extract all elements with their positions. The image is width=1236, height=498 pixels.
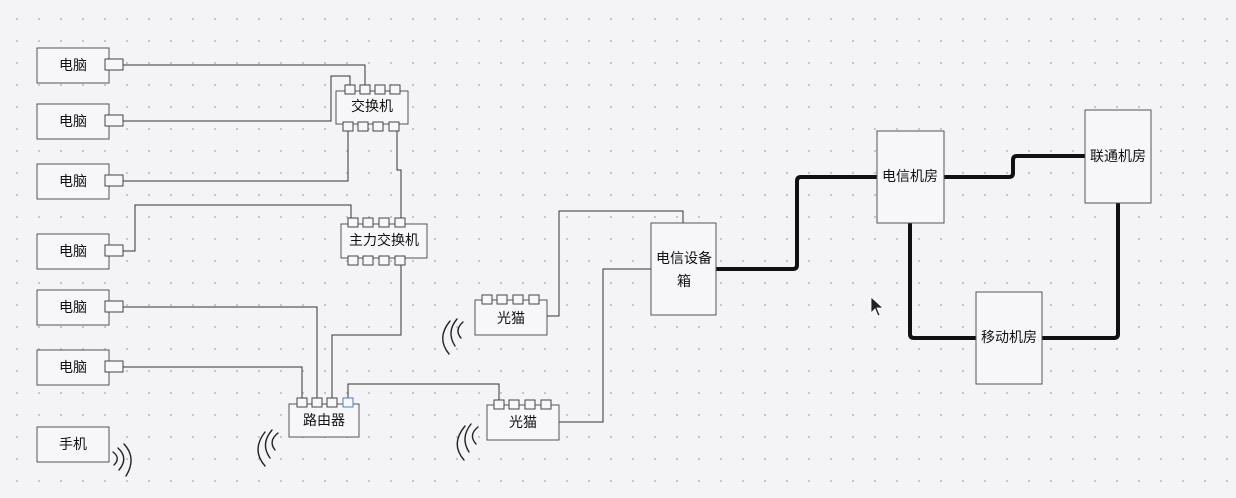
mobile-room-label: 移动机房 (981, 330, 1037, 346)
pc-label: 电脑 (59, 58, 87, 74)
link-telecomroom-unicomroom (944, 154, 1085, 179)
link-pc3-switch (123, 131, 349, 182)
wifi-icon (112, 443, 132, 477)
link-modem1-telecombox (547, 210, 684, 317)
main-switch-node[interactable]: 主力交换机 (340, 217, 428, 266)
modem-label: 光猫 (497, 311, 525, 327)
link-unicomroom-mobileroom (1042, 203, 1120, 340)
wifi-icon (442, 318, 464, 355)
pc-node[interactable]: 电脑 (36, 349, 124, 386)
link-pc1-switch (123, 64, 366, 91)
cursor-icon (870, 296, 885, 317)
pc-label: 电脑 (59, 244, 87, 260)
telecom-room-label: 电信机房 (882, 169, 938, 185)
router-label: 路由器 (303, 413, 345, 429)
pc-node[interactable]: 电脑 (36, 163, 124, 200)
link-pc4-mainswitch (123, 204, 352, 252)
pc-label: 电脑 (59, 114, 87, 130)
unicom-room-node[interactable]: 联通机房 (1084, 109, 1152, 204)
link-pc2-switch (123, 75, 351, 122)
switch-node[interactable]: 交换机 (335, 84, 409, 132)
modem-node[interactable]: 光猫 (474, 294, 548, 336)
link-telecomroom-mobileroom (908, 223, 976, 340)
pc-node[interactable]: 电脑 (36, 233, 124, 270)
link-pc6-router (123, 366, 303, 398)
modem-node[interactable]: 光猫 (486, 399, 560, 441)
backbone-links (716, 154, 1120, 340)
link-modem2-telecombox (559, 268, 651, 423)
link-telecombox-telecomroom (716, 175, 877, 271)
telecom-room-node[interactable]: 电信机房 (876, 130, 945, 224)
pc-label: 电脑 (59, 360, 87, 376)
link-pc5-router (123, 306, 318, 398)
mobile-room-node[interactable]: 移动机房 (975, 291, 1043, 385)
link-router-modem2 (347, 383, 500, 400)
pc-node[interactable]: 电脑 (36, 103, 124, 140)
router-node[interactable]: 路由器 (288, 397, 360, 438)
telecom-box-label-line2: 箱 (677, 274, 691, 290)
main-switch-label: 主力交换机 (349, 232, 419, 249)
unicom-room-label: 联通机房 (1090, 149, 1146, 165)
telecom-box-label-line1: 电信设备 (656, 250, 712, 267)
pc-label: 电脑 (59, 300, 87, 316)
link-switch-mainswitch (396, 131, 402, 224)
wifi-icon (456, 423, 479, 461)
phone-node[interactable]: 手机 (36, 426, 110, 463)
pc-node[interactable]: 电脑 (36, 47, 124, 84)
telecom-box-node[interactable]: 电信设备 箱 (650, 222, 717, 316)
phone-label: 手机 (59, 437, 87, 453)
connections (123, 64, 684, 423)
pc-node[interactable]: 电脑 (36, 289, 124, 326)
link-mainswitch-router (331, 265, 402, 398)
wifi-icon (257, 429, 279, 467)
switch-label: 交换机 (351, 98, 393, 115)
modem-label: 光猫 (509, 415, 537, 431)
pc-label: 电脑 (59, 174, 87, 190)
